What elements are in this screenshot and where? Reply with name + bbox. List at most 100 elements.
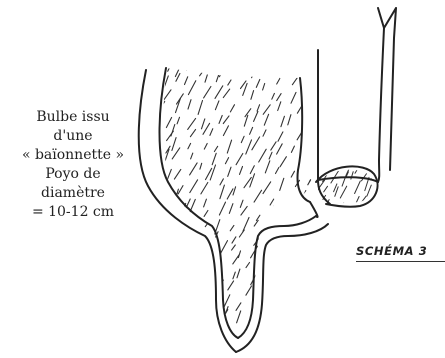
hatch-stroke xyxy=(267,253,275,266)
hatch-stroke xyxy=(264,304,268,317)
hatch-stroke xyxy=(305,326,309,336)
hatch-stroke xyxy=(276,301,280,310)
hatch-stroke xyxy=(201,325,204,331)
hatch-stroke xyxy=(251,55,255,65)
hatch-stroke xyxy=(176,98,181,112)
hatch-stroke xyxy=(340,186,346,198)
hatch-stroke xyxy=(150,54,153,61)
hatch-stroke xyxy=(241,136,244,142)
hatch-stroke xyxy=(321,274,326,284)
hatch-stroke xyxy=(240,200,243,207)
hatch-stroke xyxy=(191,45,195,55)
hatch-stroke xyxy=(200,264,206,277)
hatch-stroke xyxy=(252,72,255,78)
hatch-stroke xyxy=(276,320,280,329)
hatch-stroke xyxy=(168,298,175,308)
hatch-stroke xyxy=(146,297,149,304)
hatch-stroke xyxy=(237,269,240,278)
hatch-stroke xyxy=(172,148,180,159)
hatch-stroke xyxy=(250,166,254,174)
hatch-stroke xyxy=(321,70,326,77)
hatch-stroke xyxy=(269,152,272,159)
hatch-stroke xyxy=(174,169,180,179)
hatch-stroke xyxy=(223,89,229,98)
hatch-stroke xyxy=(199,305,208,317)
hatch-stroke xyxy=(254,112,258,122)
hatch-stroke xyxy=(187,58,192,71)
hatch-stroke xyxy=(239,230,244,237)
hatch-stroke xyxy=(290,54,294,64)
hatch-stroke xyxy=(171,125,175,137)
hatch-stroke xyxy=(210,319,216,328)
schema-label-underline xyxy=(356,261,445,262)
hatch-stroke xyxy=(177,52,182,60)
hatch-stroke xyxy=(190,163,198,175)
hatch-stroke xyxy=(257,105,260,111)
hatch-stroke xyxy=(150,90,156,104)
hatch-stroke xyxy=(277,144,283,154)
hatch-stroke xyxy=(367,149,371,160)
hatch-stroke xyxy=(317,199,323,211)
hatch-stroke xyxy=(220,185,225,199)
hatch-stroke xyxy=(324,186,328,192)
hatch-stroke xyxy=(311,268,317,279)
hatch-stroke xyxy=(210,273,213,280)
hatch-stroke xyxy=(151,315,154,322)
hatch-stroke xyxy=(289,245,294,258)
hatch-stroke xyxy=(241,206,247,215)
hatch-stroke xyxy=(179,286,184,296)
hatch-stroke xyxy=(374,168,378,174)
hatch-stroke xyxy=(146,142,150,152)
hatch-stroke xyxy=(212,43,221,55)
hatch-stroke xyxy=(153,238,156,243)
hatch-stroke xyxy=(246,263,250,268)
hatch-stroke xyxy=(215,101,219,110)
hatch-stroke xyxy=(243,218,249,232)
hatch-stroke xyxy=(190,129,195,136)
hatch-stroke xyxy=(265,304,268,311)
hatch-stroke xyxy=(272,206,274,213)
hatch-stroke xyxy=(158,241,162,253)
hatch-stroke xyxy=(314,154,317,161)
hatch-stroke xyxy=(278,198,285,208)
hatch-stroke xyxy=(277,227,282,242)
hatch-stroke xyxy=(237,311,241,323)
hatch-stroke xyxy=(146,283,148,290)
hatch-stroke xyxy=(308,178,312,185)
hatch-stroke xyxy=(230,225,234,230)
hatch-stroke xyxy=(165,310,169,316)
hatch-stroke xyxy=(238,61,245,72)
hatch-stroke xyxy=(202,251,206,259)
hatch-stroke xyxy=(323,93,325,99)
hatch-stroke xyxy=(303,313,309,325)
hatch-stroke xyxy=(229,204,233,214)
hatch-stroke xyxy=(200,163,202,169)
hatch-stroke xyxy=(264,114,268,125)
hatch-stroke xyxy=(280,66,285,77)
hatch-stroke xyxy=(204,211,208,217)
hatch-stroke xyxy=(272,93,275,99)
hatch-stroke xyxy=(254,220,258,226)
hatch-stroke xyxy=(146,245,150,252)
hatch-stroke xyxy=(306,79,310,85)
hatch-stroke xyxy=(176,270,180,276)
hatch-stroke xyxy=(250,127,253,134)
hatch-stroke xyxy=(292,75,299,84)
hatch-stroke xyxy=(263,130,266,136)
hatch-stroke xyxy=(181,306,185,317)
hatch-stroke xyxy=(220,179,223,185)
hatch-stroke xyxy=(318,114,327,127)
hatch-stroke xyxy=(194,243,202,254)
hatch-stroke xyxy=(289,289,294,297)
hatch-stroke xyxy=(163,90,171,101)
hatch-stroke xyxy=(146,203,152,214)
hatch-stroke xyxy=(323,252,331,265)
hatch-stroke xyxy=(223,126,228,136)
hatch-stroke xyxy=(205,75,207,82)
hatch-stroke xyxy=(199,300,202,308)
hatch-stroke xyxy=(256,80,260,88)
hatch-stroke xyxy=(321,144,328,156)
hatch-stroke xyxy=(343,154,347,162)
hatch-stroke xyxy=(337,203,344,213)
schema-label: SCHÉMA 3 xyxy=(356,244,427,258)
